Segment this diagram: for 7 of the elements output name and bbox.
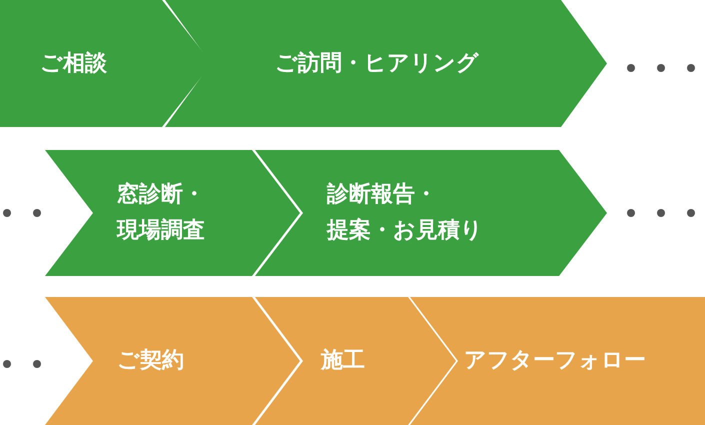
step-label: ご訪問・ヒアリング	[275, 50, 480, 78]
step-label: アフターフォロー	[464, 347, 647, 375]
step-label: ご契約	[117, 347, 185, 375]
step-label: 診断報告・提案・お見積り	[327, 181, 484, 245]
step-label: 窓診断・現場調査	[117, 180, 206, 245]
step-label: ご相談	[40, 50, 108, 78]
step-label: 施工	[321, 347, 366, 375]
